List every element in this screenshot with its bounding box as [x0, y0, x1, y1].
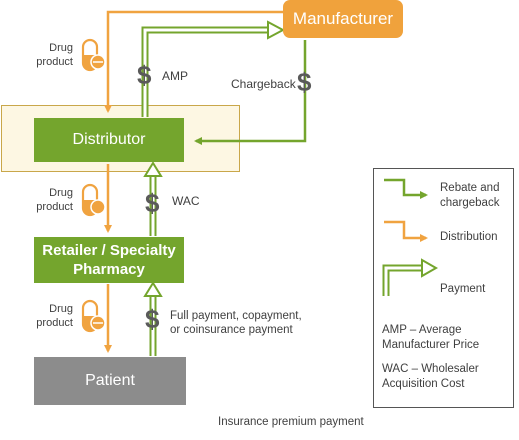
dollar-icon: $ — [137, 60, 152, 90]
wac-label: WAC — [172, 194, 200, 208]
legend-payment-label: Payment — [440, 283, 486, 295]
retailer-node: Retailer / Specialty Pharmacy — [34, 237, 184, 283]
dollar-icon: $ — [145, 304, 160, 334]
manufacturer-label: Manufacturer — [292, 9, 394, 28]
chargeback-arrow — [194, 40, 307, 145]
patient-label: Patient — [85, 372, 135, 389]
pill-icon — [81, 183, 106, 217]
retailer-label-line2: Pharmacy — [73, 261, 145, 278]
pill-icon — [81, 299, 106, 333]
dollar-icon: $ — [297, 67, 312, 97]
retailer-label-line1: Retailer / Specialty — [42, 242, 176, 259]
insurance-premium-label: Insurance premium payment — [218, 416, 364, 428]
legend-distribution-label: Distribution — [440, 231, 498, 243]
full-payment-label: Full payment, copayment,or coinsurance p… — [170, 310, 302, 336]
legend-box — [373, 168, 514, 408]
pill-icon — [81, 38, 106, 72]
manufacturer-node: Manufacturer — [283, 0, 403, 38]
chargeback-label: Chargeback — [231, 77, 296, 91]
distributor-node: Distributor — [34, 118, 184, 162]
dollar-icon: $ — [145, 188, 160, 218]
amp-label: AMP — [162, 69, 189, 83]
distributor-label: Distributor — [72, 131, 146, 148]
patient-node: Patient — [34, 357, 186, 405]
distribution-arrow-1 — [104, 10, 283, 113]
